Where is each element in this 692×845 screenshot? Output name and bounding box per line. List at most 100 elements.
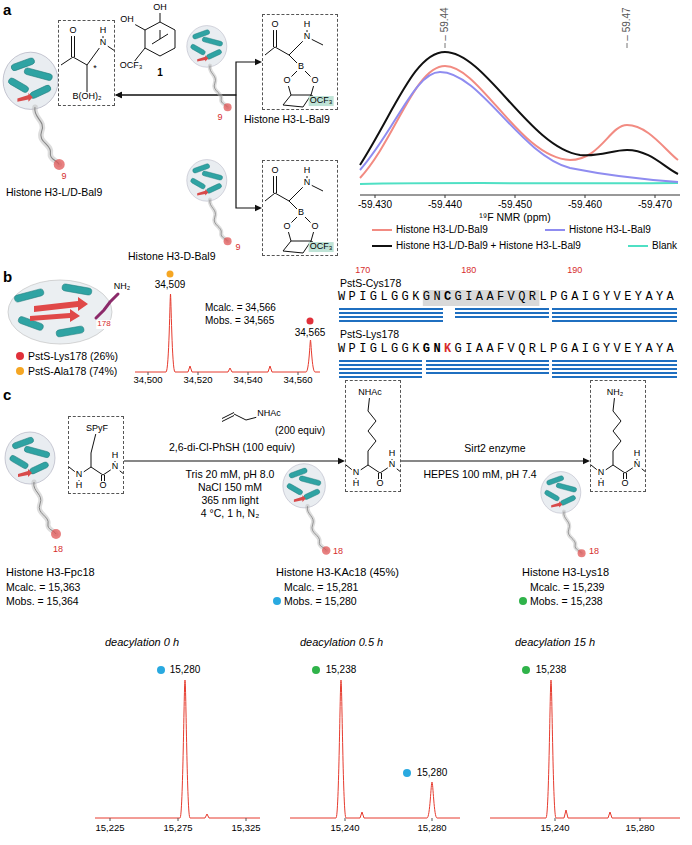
axis-tick: -59.430: [358, 199, 392, 211]
bond-line: [61, 57, 73, 65]
legend-line: [372, 245, 392, 247]
structure-inset: OHNOOBOCF₃: [262, 14, 338, 110]
residue-number: 9: [235, 242, 240, 252]
condition-text: (200 equiv): [275, 425, 325, 437]
bond-line: [613, 431, 621, 441]
axis-tick: -59.450: [498, 199, 532, 211]
atom-label: N: [99, 38, 108, 48]
reaction-arrow: [115, 92, 262, 211]
legend-entry: Histone H3-L/D-Bal9 + Histone H3-L-Bal9: [372, 240, 581, 251]
nmr-plot: [360, 43, 680, 198]
bond-line: [368, 421, 376, 431]
protein-ribbon: [8, 280, 118, 344]
atom-label: H: [352, 479, 361, 489]
structure-inset: SPyFNHONH: [68, 416, 124, 494]
protein-ribbon: [187, 160, 232, 246]
structure-inset: NH₂NHONH: [590, 380, 646, 492]
axis-tick: -59.460: [568, 199, 602, 211]
axis-tick: 34,500: [133, 375, 162, 386]
legend-line: [372, 229, 392, 231]
atom-label: O: [310, 222, 319, 232]
atom-label: H: [633, 449, 642, 459]
axis-tick: 15,275: [163, 823, 192, 834]
atom-label: NH₂: [606, 388, 625, 398]
axis-tick: 34,540: [233, 375, 262, 386]
atom-label: N: [303, 178, 312, 188]
legend-line: [545, 229, 565, 231]
sequence-text: GN: [423, 343, 444, 357]
bond-line: [283, 251, 303, 253]
compound-number: 1: [157, 67, 163, 79]
atom-label: N: [303, 32, 312, 42]
axis-tick: -59.440: [428, 199, 462, 211]
mass-label: Mcalc. = 15,363: [6, 581, 80, 593]
sequence-text: GIAAFVQRLPGAIGYVEYAYA: [455, 343, 678, 357]
panel-letter: b: [3, 268, 12, 285]
atom-label: O: [270, 20, 279, 30]
axis-tick: 15,240: [330, 823, 359, 834]
residue-number: 18: [333, 546, 343, 556]
atom-label: N: [388, 460, 397, 470]
bond-line: [283, 95, 291, 105]
structure-inset: NHAcNHONH: [345, 380, 401, 492]
bond-line: [265, 193, 275, 201]
residue-number: 180: [461, 265, 476, 275]
atom-label: N: [111, 462, 120, 472]
atom-label: B: [297, 62, 305, 72]
atom-label: B: [297, 208, 305, 218]
sequence-text: K: [444, 343, 455, 357]
condition-text: HEPES 100 mM, pH 7.4: [423, 468, 536, 480]
atom-label: N: [352, 468, 361, 478]
spectrum-title: deacylation 0.5 h: [300, 636, 383, 649]
condition-text: 365 nm light: [201, 494, 258, 506]
axis-tick: 15,280: [417, 823, 446, 834]
residue-number: 18: [53, 544, 63, 554]
atom-label: H: [99, 26, 108, 36]
legend-entry: Blank: [628, 240, 677, 251]
residue-number: 170: [355, 265, 370, 275]
structure-inset: OHNOOBOCF₃: [262, 160, 338, 256]
protein-label: Histone H3-Fpc18: [6, 566, 95, 579]
condition-text: Sirt2 enzyme: [464, 442, 525, 454]
residue-number: 190: [567, 265, 582, 275]
mass-label: Mobs. = 15,280: [284, 595, 357, 607]
species-label: PstS-Ala178 (74%): [28, 365, 117, 377]
atom-label: N: [75, 470, 84, 480]
bond-line: [368, 431, 376, 441]
axis-title: ¹⁹F NMR (ppm): [479, 211, 551, 223]
peak-label: 34,509: [155, 279, 186, 291]
atom-label: N: [633, 460, 642, 470]
sequence-text: GIAAFVQRLPGAIGYVEYAYA: [455, 291, 678, 305]
condition-text: 4 °C, 1 h, N₂: [201, 507, 259, 519]
sequence-text: C: [444, 291, 455, 305]
protein-label: PstS-Cys178: [340, 277, 401, 289]
atom-label: NHAc: [357, 388, 383, 398]
atom-label: O: [270, 166, 279, 176]
axis-tick: -59.470: [638, 199, 672, 211]
peak-label: 34,565: [295, 327, 326, 339]
bond-line: [368, 451, 369, 465]
axis-tick: 15,280: [625, 823, 654, 834]
residue-number: 18: [589, 546, 599, 556]
atom-label: NHAc: [256, 409, 282, 419]
bond-line: [613, 451, 614, 465]
atom-label: OH: [119, 15, 135, 25]
bond-line: [368, 411, 376, 421]
residue-number: 178: [96, 320, 111, 329]
atom-label: B(OH)₂: [72, 92, 103, 102]
arrow-line: [121, 95, 256, 208]
axis-tick: 34,520: [183, 375, 212, 386]
atom-label: O: [620, 479, 629, 489]
legend-line: [628, 245, 648, 247]
protein-label: Histone H3-Lys18: [522, 566, 609, 579]
atom-label: H: [111, 451, 120, 461]
atom-label: H: [303, 20, 312, 30]
bond-line: [283, 105, 303, 107]
bond-line: [275, 47, 289, 55]
mass-label: Mcalc. = 15,281: [284, 581, 358, 593]
atom-label: OCF₃: [119, 61, 144, 71]
condition-text: 2,6-di-Cl-PhSH (100 equiv): [169, 441, 295, 453]
axis-tick: 15,325: [231, 823, 260, 834]
atom-label: O: [98, 481, 107, 491]
mass-spectrum: [95, 680, 680, 818]
